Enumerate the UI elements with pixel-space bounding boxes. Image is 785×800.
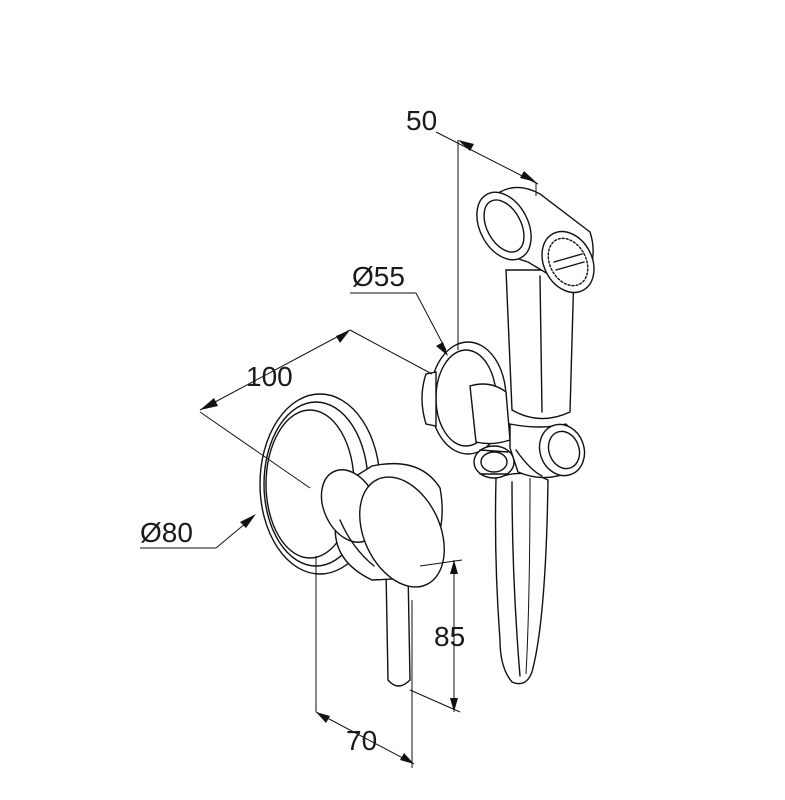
dim-diameter-80: Ø80 [140,517,193,548]
dim-diameter-55: Ø55 [352,261,405,292]
dim-100: 100 [246,361,293,392]
dim-50: 50 [406,105,437,136]
shower-hose [494,472,549,685]
mixer-body [259,393,445,687]
dimension-lines [140,131,539,768]
dim-85: 85 [434,621,465,652]
wall-bracket [421,341,515,479]
hand-shower [476,186,595,479]
dim-70: 70 [346,725,377,756]
